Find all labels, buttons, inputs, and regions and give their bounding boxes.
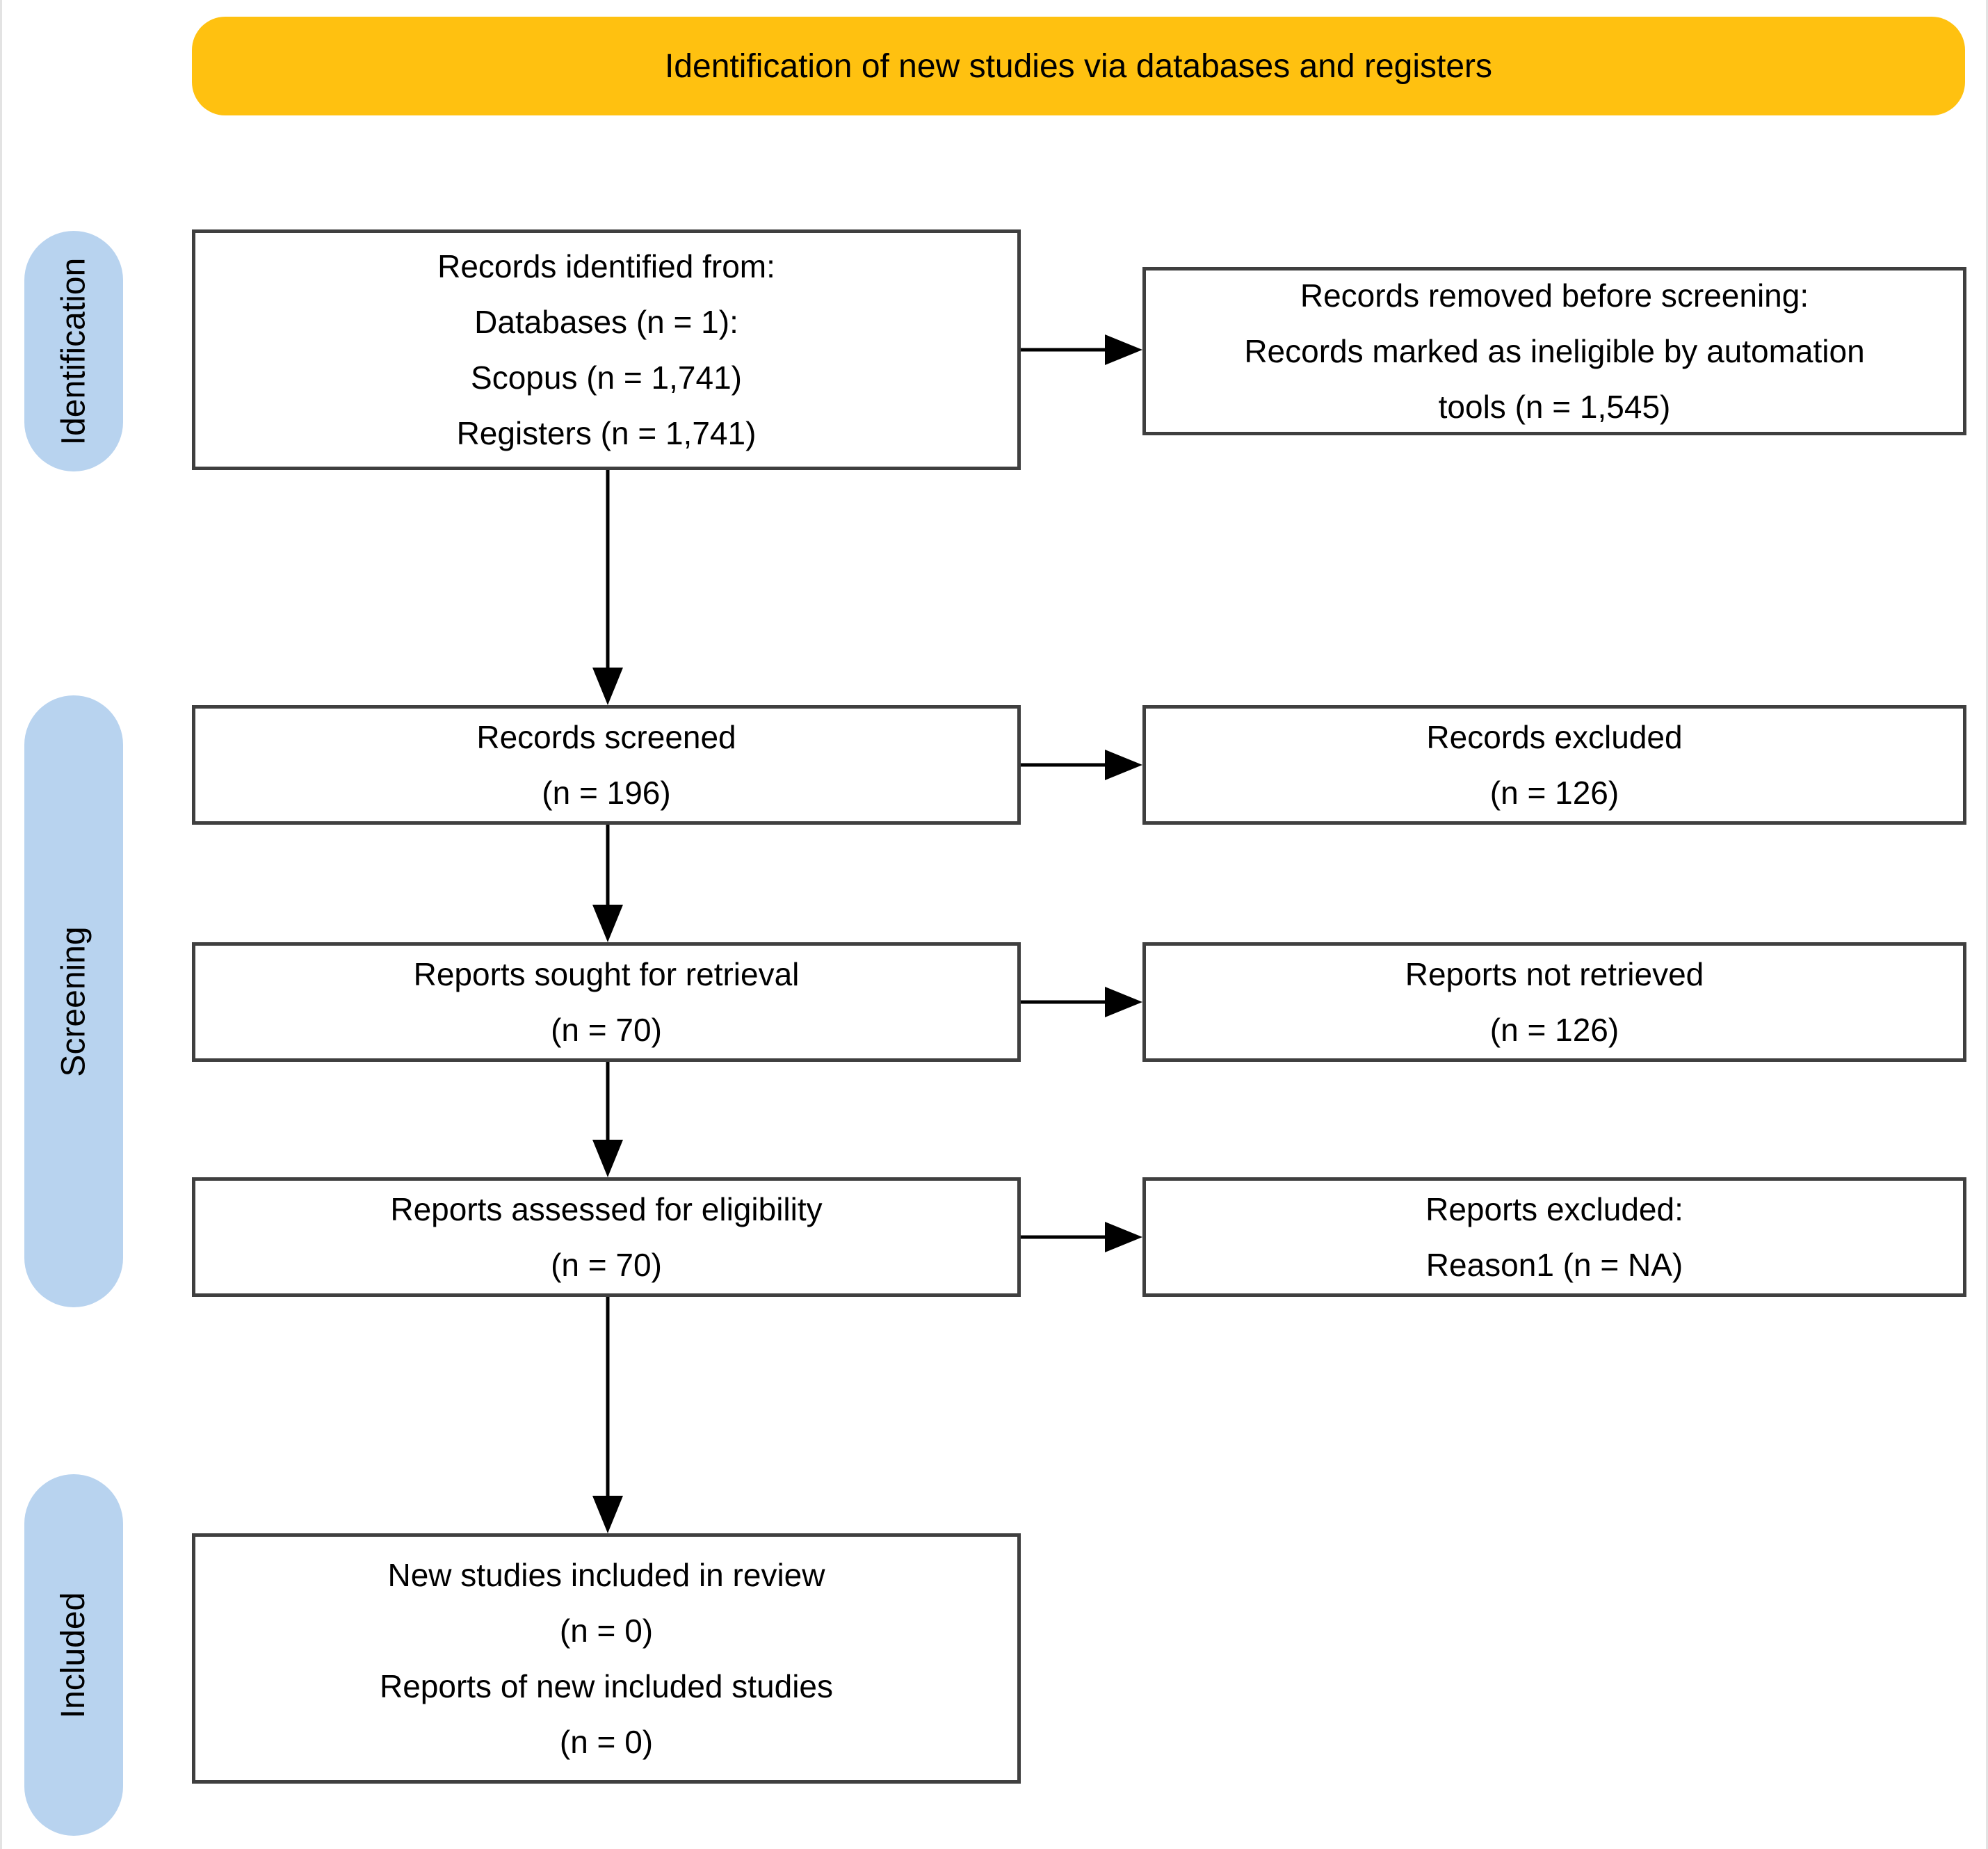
arrow-head-right-icon xyxy=(1105,334,1142,365)
arrow-identified-to-removed xyxy=(1021,334,1142,365)
stage-included-label: Included xyxy=(55,1592,92,1718)
arrow-sought-to-not-retrieved xyxy=(1021,987,1142,1017)
arrow-shaft xyxy=(606,1297,610,1501)
box-records-identified-line-4: Registers (n = 1,741) xyxy=(456,415,757,451)
box-records-removed-line-2: Records marked as ineligible by automati… xyxy=(1244,333,1865,369)
box-records-screened-line-1: Records screened xyxy=(476,719,736,755)
arrow-head-down-icon xyxy=(592,1140,623,1177)
arrow-shaft xyxy=(606,825,610,910)
arrow-sought-to-assessed xyxy=(592,1062,623,1177)
stage-screening: Screening xyxy=(24,695,123,1307)
box-records-excluded-line-1: Records excluded xyxy=(1426,719,1683,755)
arrow-shaft xyxy=(1021,1235,1110,1239)
stage-identification-label: Identification xyxy=(55,257,92,445)
box-records-screened: Records screened (n = 196) xyxy=(192,705,1021,825)
arrow-shaft xyxy=(606,470,610,673)
box-records-identified-line-3: Scopus (n = 1,741) xyxy=(471,360,742,396)
arrow-head-right-icon xyxy=(1105,987,1142,1017)
arrow-head-down-icon xyxy=(592,905,623,942)
box-new-studies-included-line-4: (n = 0) xyxy=(559,1724,654,1760)
box-reports-not-retrieved: Reports not retrieved (n = 126) xyxy=(1142,942,1966,1062)
box-reports-sought-line-1: Reports sought for retrieval xyxy=(413,956,800,992)
arrow-screened-to-excluded xyxy=(1021,750,1142,780)
box-records-identified: Records identified from: Databases (n = … xyxy=(192,229,1021,470)
box-reports-excluded: Reports excluded: Reason1 (n = NA) xyxy=(1142,1177,1966,1297)
stage-identification: Identification xyxy=(24,231,123,471)
box-new-studies-included-line-3: Reports of new included studies xyxy=(379,1668,834,1704)
box-records-removed-line-3: tools (n = 1,545) xyxy=(1438,389,1671,425)
box-records-excluded: Records excluded (n = 126) xyxy=(1142,705,1966,825)
arrow-identified-to-screened xyxy=(592,470,623,705)
arrow-shaft xyxy=(1021,763,1110,767)
arrow-head-right-icon xyxy=(1105,750,1142,780)
box-records-identified-line-2: Databases (n = 1): xyxy=(474,304,738,340)
stage-screening-label: Screening xyxy=(55,926,92,1077)
box-reports-excluded-line-2: Reason1 (n = NA) xyxy=(1425,1247,1683,1283)
arrow-assessed-to-included xyxy=(592,1297,623,1533)
arrow-shaft xyxy=(606,1062,610,1145)
stage-included: Included xyxy=(24,1474,123,1836)
box-records-screened-line-2: (n = 196) xyxy=(542,775,671,811)
box-reports-assessed: Reports assessed for eligibility (n = 70… xyxy=(192,1177,1021,1297)
box-new-studies-included: New studies included in review (n = 0) R… xyxy=(192,1533,1021,1784)
arrow-head-right-icon xyxy=(1105,1222,1142,1252)
box-reports-excluded-line-1: Reports excluded: xyxy=(1425,1191,1683,1227)
box-new-studies-included-line-1: New studies included in review xyxy=(387,1557,825,1593)
box-reports-sought-line-2: (n = 70) xyxy=(551,1012,662,1048)
box-records-removed: Records removed before screening: Record… xyxy=(1142,267,1966,435)
box-records-excluded-line-2: (n = 126) xyxy=(1489,775,1619,811)
arrow-head-down-icon xyxy=(592,1496,623,1533)
arrow-assessed-to-reports-excluded xyxy=(1021,1222,1142,1252)
box-reports-not-retrieved-line-2: (n = 126) xyxy=(1489,1012,1619,1048)
arrow-shaft xyxy=(1021,1000,1110,1004)
box-records-removed-line-1: Records removed before screening: xyxy=(1300,277,1809,314)
box-reports-assessed-line-2: (n = 70) xyxy=(551,1247,662,1283)
box-reports-not-retrieved-line-1: Reports not retrieved xyxy=(1405,956,1704,992)
arrow-screened-to-sought xyxy=(592,825,623,942)
arrow-head-down-icon xyxy=(592,668,623,705)
arrow-shaft xyxy=(1021,348,1110,352)
box-reports-sought: Reports sought for retrieval (n = 70) xyxy=(192,942,1021,1062)
box-reports-assessed-line-1: Reports assessed for eligibility xyxy=(390,1191,823,1227)
box-new-studies-included-line-2: (n = 0) xyxy=(559,1613,654,1649)
box-records-identified-line-1: Records identified from: xyxy=(437,248,775,284)
banner-identification-via-databases: Identification of new studies via databa… xyxy=(192,17,1965,115)
